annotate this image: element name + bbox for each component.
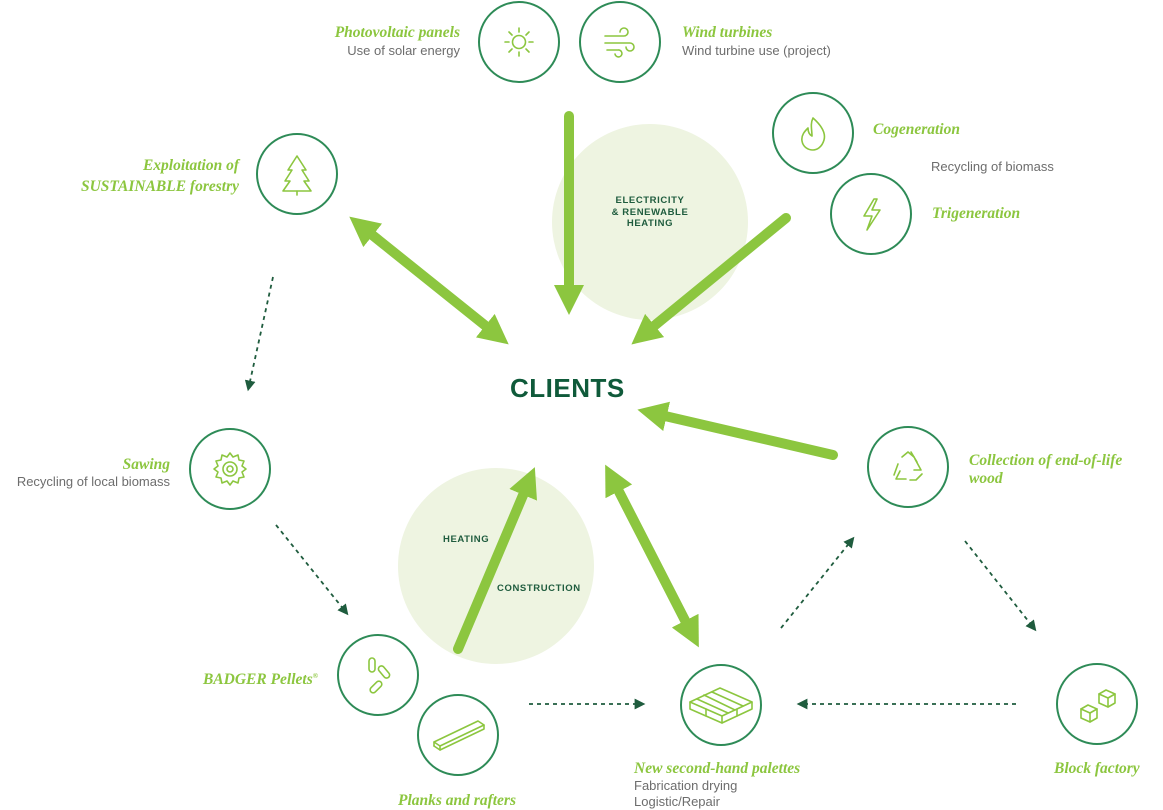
block-factory-node bbox=[1056, 663, 1138, 745]
wind-node bbox=[579, 1, 661, 83]
blocks-icon bbox=[1080, 689, 1116, 723]
arrow-collection-to-clients bbox=[637, 401, 838, 460]
pellets-icon bbox=[368, 657, 391, 694]
arrow-cogeneration-to-clients bbox=[631, 213, 791, 345]
flame-icon bbox=[801, 117, 826, 151]
arrow-clients-palettes bbox=[605, 464, 699, 648]
energy-bubble bbox=[552, 124, 748, 320]
photovoltaic-subtitle: Use of solar energy bbox=[347, 43, 460, 58]
construction-flow-label: CONSTRUCTION bbox=[497, 583, 581, 594]
pallet-icon bbox=[689, 687, 753, 724]
wind-title: Wind turbines bbox=[682, 24, 773, 41]
trigeneration-title: Trigeneration bbox=[932, 205, 1021, 222]
palettes-subtitle-line1: Fabrication drying bbox=[634, 778, 738, 793]
sawing-title: Sawing bbox=[122, 456, 170, 473]
block-factory-title: Block factory bbox=[1054, 760, 1140, 777]
clients-label: CLIENTS bbox=[510, 373, 625, 403]
cogeneration-node bbox=[772, 92, 854, 174]
energy-flow-line3: HEATING bbox=[626, 218, 674, 229]
dashed-collection-to-block bbox=[964, 540, 1037, 632]
planks-node bbox=[417, 694, 499, 776]
saw-blade-icon bbox=[213, 452, 247, 486]
trigeneration-node bbox=[830, 173, 912, 255]
palettes-title: New second-hand palettes bbox=[634, 760, 801, 777]
collection-title-line2: wood bbox=[969, 470, 1003, 487]
pellets-node bbox=[337, 634, 419, 716]
sawing-node bbox=[189, 428, 271, 510]
palettes-subtitle-line2: Logistic/Repair bbox=[634, 794, 720, 809]
photovoltaic-title: Photovoltaic panels bbox=[334, 24, 460, 41]
collection-title: Collection of end-of-life wood bbox=[969, 452, 1122, 488]
pellets-title-text: BADGER Pellets bbox=[202, 671, 313, 689]
dashed-palettes-to-collection bbox=[780, 536, 855, 629]
lightning-icon bbox=[863, 198, 881, 231]
forestry-node bbox=[256, 133, 338, 215]
biomass-note: Recycling of biomass bbox=[931, 159, 1054, 174]
forestry-title-line1: Exploitation of bbox=[142, 157, 239, 174]
sun-icon bbox=[504, 27, 534, 57]
planks-title: Planks and rafters bbox=[398, 792, 516, 809]
forestry-title: Exploitation of SUSTAINABLE forestry bbox=[81, 155, 239, 197]
energy-flow-line1: ELECTRICITY bbox=[615, 195, 685, 206]
collection-title-line1: Collection of end-of-life bbox=[969, 452, 1123, 469]
palettes-node bbox=[680, 664, 762, 746]
energy-flow-label: ELECTRICITY & RENEWABLE HEATING bbox=[600, 195, 700, 230]
heating-flow-label: HEATING bbox=[443, 534, 490, 545]
photovoltaic-node bbox=[478, 1, 560, 83]
pellets-title: BADGER Pellets® bbox=[203, 667, 318, 689]
cogeneration-title: Cogeneration bbox=[873, 121, 960, 138]
dashed-forestry-to-sawing bbox=[244, 276, 274, 392]
collection-node bbox=[867, 426, 949, 508]
registered-mark: ® bbox=[312, 672, 318, 680]
wind-subtitle: Wind turbine use (project) bbox=[682, 43, 831, 58]
dashed-sawing-to-pellets bbox=[275, 524, 349, 616]
arrow-pellets-to-clients bbox=[453, 467, 537, 654]
pine-tree-icon bbox=[282, 155, 312, 196]
wind-icon bbox=[604, 27, 635, 58]
energy-flow-line2: & RENEWABLE bbox=[611, 206, 689, 218]
plank-icon bbox=[433, 720, 485, 751]
forestry-title-line2: SUSTAINABLE forestry bbox=[80, 178, 239, 195]
sawing-subtitle: Recycling of local biomass bbox=[16, 474, 170, 489]
arrow-forestry-clients bbox=[349, 216, 509, 345]
recycle-icon bbox=[893, 451, 923, 481]
